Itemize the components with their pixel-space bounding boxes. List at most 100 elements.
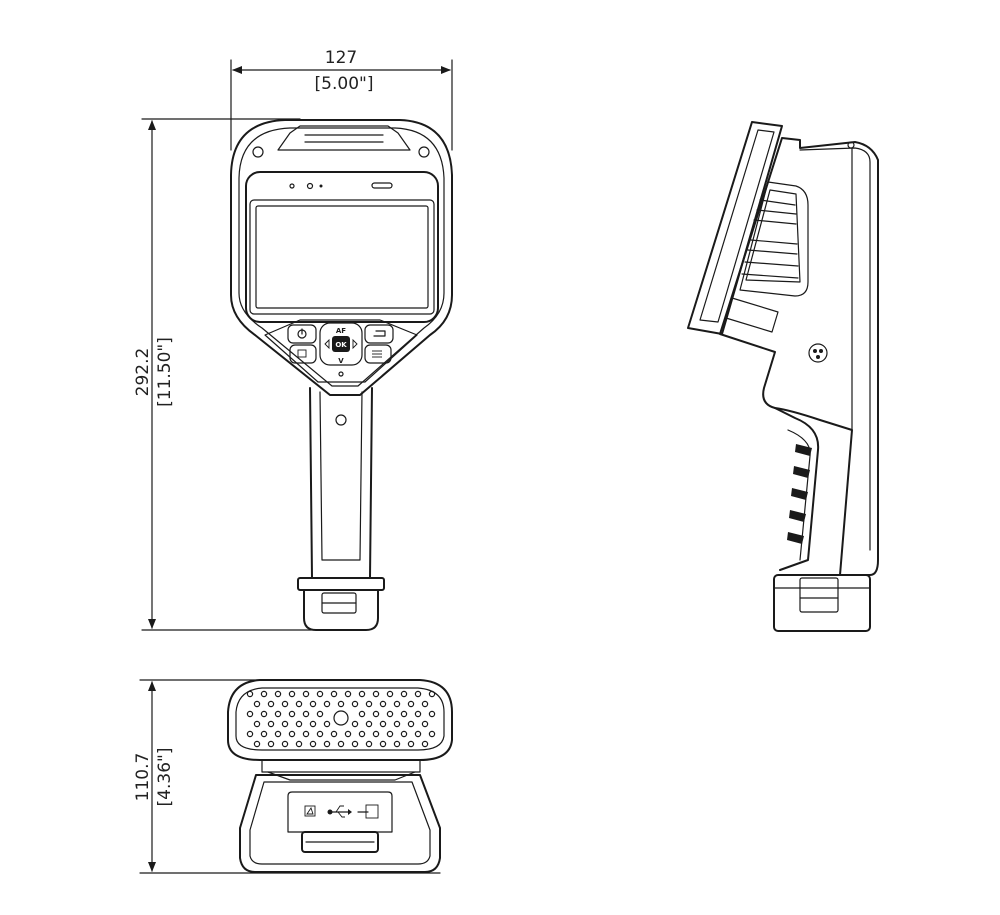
speaker-hole <box>330 690 338 698</box>
speaker-hole <box>421 720 429 728</box>
speaker-hole <box>372 690 380 698</box>
speaker-hole <box>302 690 310 698</box>
menu-button[interactable] <box>364 344 392 364</box>
speaker-hole <box>358 690 366 698</box>
dimension-height: 292.2 [11.50"] <box>133 118 331 631</box>
dimension-width: 127 [5.00"] <box>230 48 453 151</box>
speaker-hole <box>267 700 275 708</box>
speaker-hole <box>372 710 380 718</box>
speaker-hole <box>309 720 317 728</box>
speaker-hole <box>407 700 415 708</box>
speaker-hole <box>414 730 422 738</box>
ok-button[interactable] <box>332 336 350 352</box>
speaker-hole <box>274 710 282 718</box>
speaker-hole-grid <box>246 690 436 748</box>
usb-icon <box>327 805 352 818</box>
speaker-hole <box>302 710 310 718</box>
speaker-hole <box>393 740 401 748</box>
dimension-depth-metric: 110.7 <box>133 753 153 802</box>
back-icon <box>373 330 386 337</box>
back-button[interactable] <box>364 324 394 344</box>
down-button-label[interactable]: V <box>338 357 344 365</box>
speaker-hole <box>253 700 261 708</box>
speaker-hole <box>386 690 394 698</box>
speaker-hole <box>330 730 338 738</box>
speaker-hole <box>246 690 254 698</box>
speaker-hole <box>309 700 317 708</box>
speaker-hole <box>281 700 289 708</box>
speaker-hole <box>358 710 366 718</box>
speaker-hole <box>393 700 401 708</box>
speaker-hole <box>344 730 352 738</box>
dimension-width-imperial: [5.00"] <box>315 74 374 94</box>
speaker-hole <box>316 730 324 738</box>
speaker-hole <box>316 710 324 718</box>
speaker-hole <box>358 730 366 738</box>
dimension-depth-imperial: [4.36"] <box>155 748 175 807</box>
speaker-hole <box>302 730 310 738</box>
dimension-height-imperial: [11.50"] <box>155 337 175 407</box>
speaker-hole <box>344 690 352 698</box>
speaker-hole <box>337 700 345 708</box>
camera-icon <box>297 349 307 358</box>
speaker-hole <box>260 690 268 698</box>
speaker-hole <box>337 740 345 748</box>
speaker-hole <box>295 740 303 748</box>
speaker-hole <box>400 710 408 718</box>
speaker-hole <box>295 700 303 708</box>
speaker-hole <box>323 740 331 748</box>
side-view <box>687 121 879 632</box>
speaker-hole <box>267 740 275 748</box>
speaker-hole <box>428 690 436 698</box>
speaker-hole <box>246 710 254 718</box>
speaker-hole <box>274 690 282 698</box>
speaker-hole <box>260 710 268 718</box>
speaker-hole <box>309 740 317 748</box>
power-icon <box>297 328 307 339</box>
sd-card-icon <box>304 805 316 817</box>
video-out-icon <box>357 804 379 819</box>
speaker-hole <box>246 730 254 738</box>
speaker-hole <box>414 710 422 718</box>
speaker-hole <box>407 720 415 728</box>
speaker-hole <box>267 720 275 728</box>
menu-icon <box>372 350 382 358</box>
speaker-hole <box>400 690 408 698</box>
speaker-hole <box>295 720 303 728</box>
speaker-hole <box>323 700 331 708</box>
speaker-hole <box>288 730 296 738</box>
speaker-hole <box>281 740 289 748</box>
speaker-hole <box>379 740 387 748</box>
power-button[interactable] <box>287 324 317 344</box>
up-button-label[interactable]: AF <box>336 327 346 335</box>
speaker-hole <box>365 720 373 728</box>
dimension-width-metric: 127 <box>325 48 357 68</box>
speaker-hole <box>414 690 422 698</box>
speaker-hole <box>351 740 359 748</box>
speaker-hole <box>428 710 436 718</box>
speaker-hole <box>316 690 324 698</box>
speaker-hole <box>400 730 408 738</box>
speaker-hole <box>351 720 359 728</box>
dimension-height-metric: 292.2 <box>133 348 153 397</box>
speaker-hole <box>253 720 261 728</box>
speaker-hole <box>274 730 282 738</box>
speaker-hole <box>393 720 401 728</box>
speaker-hole <box>407 740 415 748</box>
speaker-hole <box>323 720 331 728</box>
speaker-hole <box>351 700 359 708</box>
speaker-hole <box>386 710 394 718</box>
speaker-hole <box>421 740 429 748</box>
camera-button[interactable] <box>289 344 317 364</box>
speaker-hole <box>253 740 261 748</box>
dimension-depth: 110.7 [4.36"] <box>133 679 441 874</box>
bottom-view <box>227 679 453 873</box>
navigation-pad[interactable] <box>319 322 363 366</box>
speaker-hole <box>379 700 387 708</box>
speaker-hole <box>365 740 373 748</box>
speaker-hole <box>281 720 289 728</box>
ok-button-label[interactable]: OK <box>335 341 347 349</box>
speaker-hole <box>421 700 429 708</box>
speaker-hole <box>288 690 296 698</box>
